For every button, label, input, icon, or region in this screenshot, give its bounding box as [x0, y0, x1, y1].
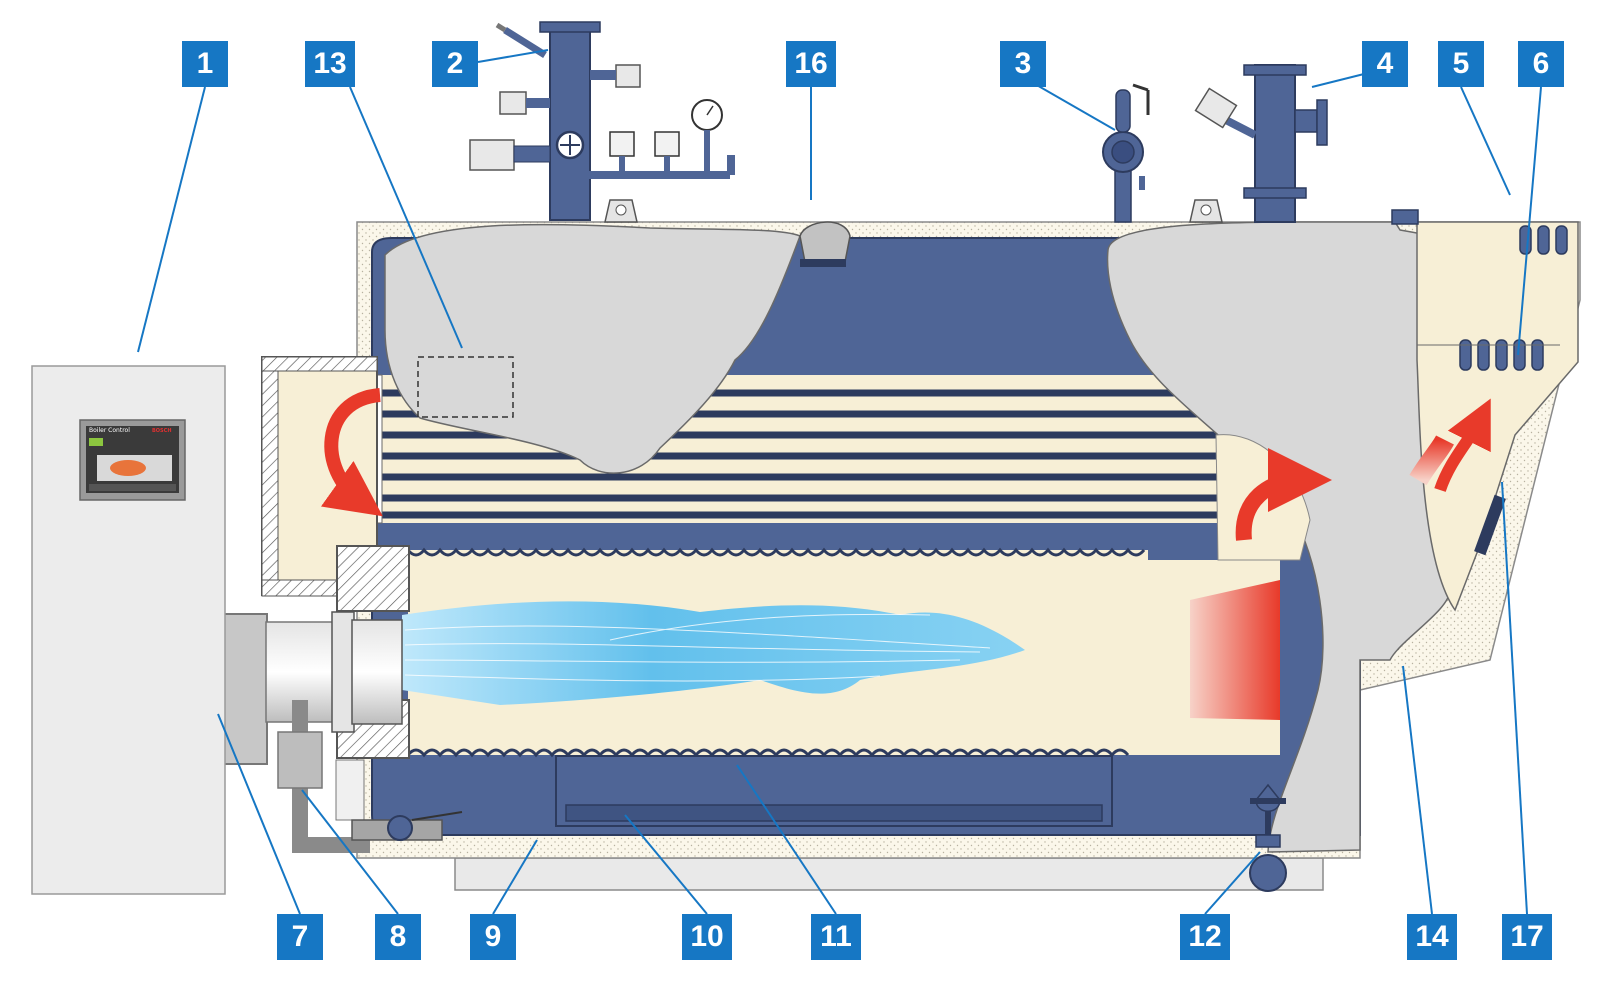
callout-12: 12	[1180, 914, 1230, 960]
callout-14: 14	[1407, 914, 1457, 960]
callout-13: 13	[305, 41, 355, 87]
callout-11: 11	[811, 914, 861, 960]
callout-10: 10	[682, 914, 732, 960]
inspection-window	[417, 356, 514, 418]
callout-2: 2	[432, 41, 478, 87]
water-level-controls	[469, 21, 735, 221]
safety-valve	[1102, 83, 1150, 223]
leader-12	[1204, 851, 1261, 915]
callout-3: 3	[1000, 41, 1046, 87]
bottom-channel	[565, 804, 1103, 822]
callout-6: 6	[1518, 41, 1564, 87]
blowdown-valve	[1249, 854, 1287, 892]
screen-title: Boiler Control	[89, 427, 130, 434]
leader-3	[1027, 79, 1116, 131]
burner-head	[351, 619, 403, 725]
manhole	[799, 221, 851, 263]
leader-2	[477, 49, 549, 63]
callout-9: 9	[470, 914, 516, 960]
base-frame	[454, 857, 1324, 891]
screen-brand: BOSCH	[152, 428, 172, 434]
flue-gas-arrow-out	[1434, 398, 1491, 493]
callout-16: 16	[786, 41, 836, 87]
callout-8: 8	[375, 914, 421, 960]
callout-5: 5	[1438, 41, 1484, 87]
cutaway-casing-left	[384, 223, 801, 474]
leader-8	[301, 789, 399, 915]
leader-1	[137, 86, 206, 353]
leader-14	[1402, 665, 1433, 915]
flue-turn-arrow-rear	[1235, 448, 1332, 541]
callout-4: 4	[1362, 41, 1408, 87]
callout-7: 7	[277, 914, 323, 960]
leader-10	[624, 814, 708, 915]
leader-6	[1517, 86, 1542, 356]
reversing-chamber-heat	[1190, 580, 1280, 720]
leader-7	[217, 713, 301, 915]
leader-17	[1501, 481, 1528, 915]
callout-1: 1	[182, 41, 228, 87]
leader-9	[492, 839, 538, 915]
refractory-top	[336, 545, 410, 612]
callout-17: 17	[1502, 914, 1552, 960]
economizer-housing	[1416, 221, 1579, 612]
flue-turn-arrow-front	[320, 388, 383, 517]
inspection-door	[1474, 494, 1506, 556]
main-steam-valve	[1194, 64, 1328, 223]
gas-valve	[387, 815, 413, 841]
leader-11	[736, 764, 837, 915]
leader-5	[1460, 86, 1511, 196]
leader-13	[349, 86, 463, 349]
